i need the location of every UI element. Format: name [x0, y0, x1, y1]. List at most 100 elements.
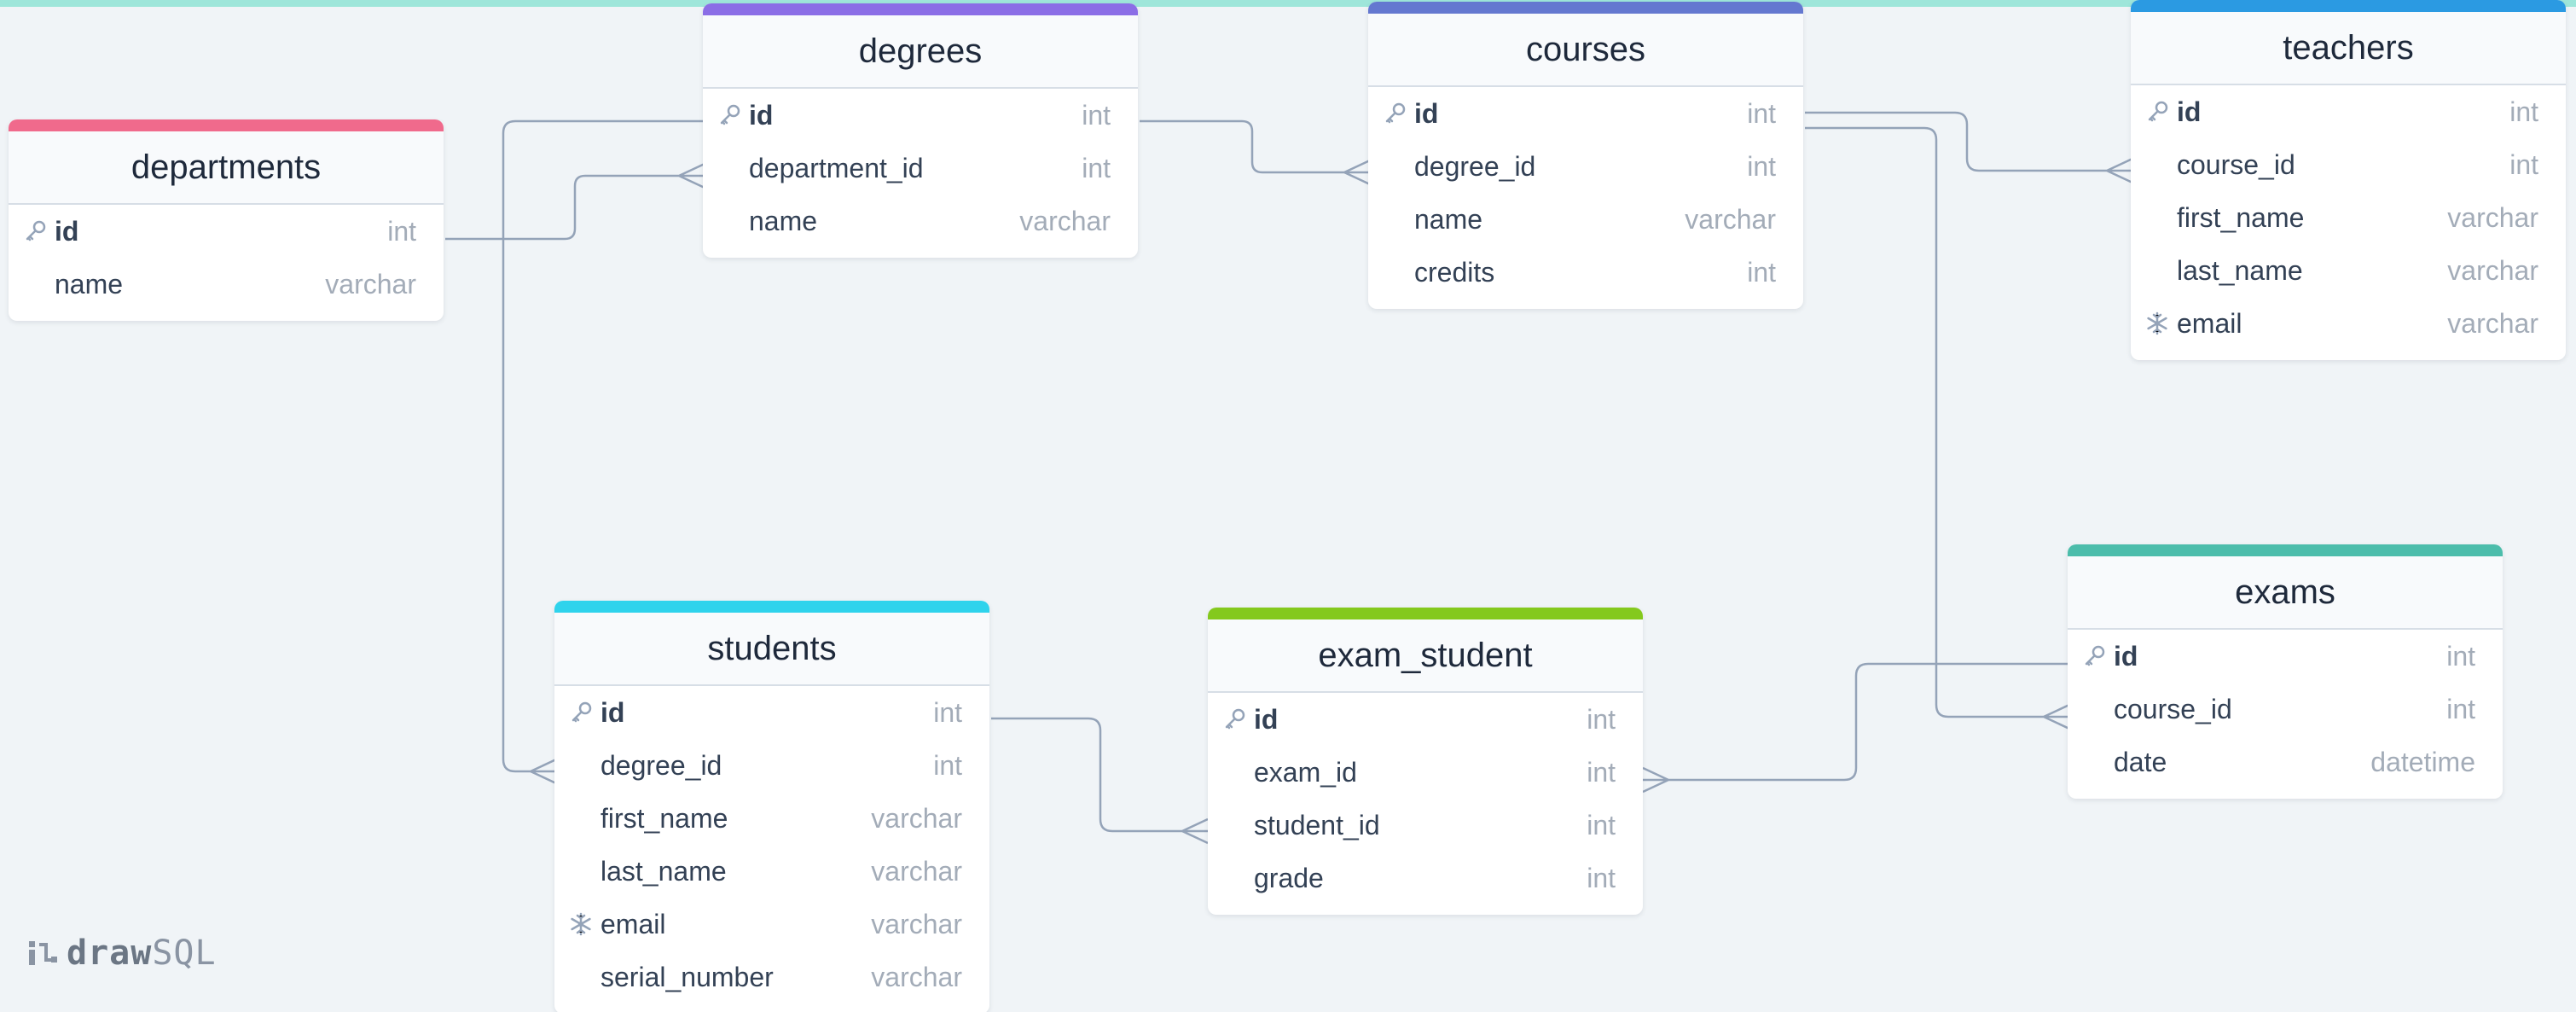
column-type: varchar	[325, 268, 416, 300]
column-type: varchar	[1685, 203, 1776, 235]
unique-snowflake-icon	[2144, 311, 2170, 336]
column-name: exam_id	[1254, 756, 1357, 788]
table-title[interactable]: courses	[1368, 14, 1803, 87]
column-row-id[interactable]: id int	[9, 205, 444, 258]
column-row-first-name[interactable]: first_name varchar	[554, 792, 989, 845]
column-row-degree-id[interactable]: degree_id int	[1368, 140, 1803, 193]
primary-key-icon	[22, 218, 48, 244]
column-row-last-name[interactable]: last_name varchar	[554, 845, 989, 898]
column-name: date	[2114, 746, 2167, 777]
table-title[interactable]: exam_student	[1208, 619, 1643, 693]
table-color-bar	[703, 3, 1138, 15]
column-type: int	[1082, 99, 1111, 131]
table-title[interactable]: degrees	[703, 15, 1138, 89]
table-title[interactable]: students	[554, 613, 989, 686]
table-title[interactable]: exams	[2068, 556, 2503, 630]
column-name: email	[2177, 307, 2242, 339]
relation-exams-exam-student	[1642, 662, 2069, 794]
drawsql-logo-text: drawSQL	[67, 933, 217, 973]
column-name: id	[2177, 96, 2202, 127]
column-row-id[interactable]: id int	[2131, 85, 2566, 138]
primary-key-icon	[2081, 643, 2107, 669]
column-name: id	[1254, 703, 1279, 735]
column-name: first_name	[600, 802, 728, 834]
column-name: id	[600, 696, 625, 728]
column-name: id	[55, 215, 79, 247]
column-type: int	[1747, 97, 1776, 129]
table-color-bar	[2131, 0, 2566, 12]
table-color-bar	[9, 119, 444, 131]
column-type: int	[2509, 96, 2538, 127]
column-row-email[interactable]: email varchar	[554, 898, 989, 951]
column-row-exam-id[interactable]: exam_id int	[1208, 746, 1643, 799]
primary-key-icon	[1221, 707, 1247, 732]
column-name: last_name	[600, 855, 727, 887]
column-name: course_id	[2114, 693, 2232, 724]
column-type: datetime	[2370, 746, 2475, 777]
column-name: id	[2114, 640, 2138, 672]
column-row-id[interactable]: id int	[554, 686, 989, 739]
column-type: varchar	[2447, 254, 2538, 286]
column-type: varchar	[871, 855, 962, 887]
column-row-degree-id[interactable]: degree_id int	[554, 739, 989, 792]
column-type: int	[1082, 152, 1111, 183]
column-type: varchar	[2447, 201, 2538, 233]
column-type: int	[1587, 809, 1616, 840]
column-name: id	[1414, 97, 1439, 129]
table-title[interactable]: departments	[9, 131, 444, 205]
column-type: int	[933, 696, 962, 728]
column-type: varchar	[871, 908, 962, 939]
table-color-bar	[1368, 2, 1803, 14]
relation-degrees-courses	[1140, 119, 1371, 186]
column-row-id[interactable]: id int	[1368, 87, 1803, 140]
column-name: degree_id	[1414, 150, 1536, 182]
column-name: grade	[1254, 862, 1324, 893]
column-type: int	[933, 749, 962, 781]
relation-courses-exams	[1805, 126, 2070, 730]
column-type: int	[2446, 640, 2475, 672]
column-type: int	[1587, 756, 1616, 788]
column-name: last_name	[2177, 254, 2303, 286]
column-type: int	[1747, 150, 1776, 182]
table-color-bar	[554, 601, 989, 613]
column-type: varchar	[871, 802, 962, 834]
table-title[interactable]: teachers	[2131, 12, 2566, 85]
column-type: int	[387, 215, 416, 247]
column-name: course_id	[2177, 148, 2295, 180]
column-row-id[interactable]: id int	[2068, 630, 2503, 683]
column-row-date[interactable]: date datetime	[2068, 736, 2503, 788]
column-name: email	[600, 908, 666, 939]
column-row-last-name[interactable]: last_name varchar	[2131, 244, 2566, 297]
primary-key-icon	[717, 102, 742, 128]
column-name: degree_id	[600, 749, 722, 781]
table-color-bar	[2068, 544, 2503, 556]
